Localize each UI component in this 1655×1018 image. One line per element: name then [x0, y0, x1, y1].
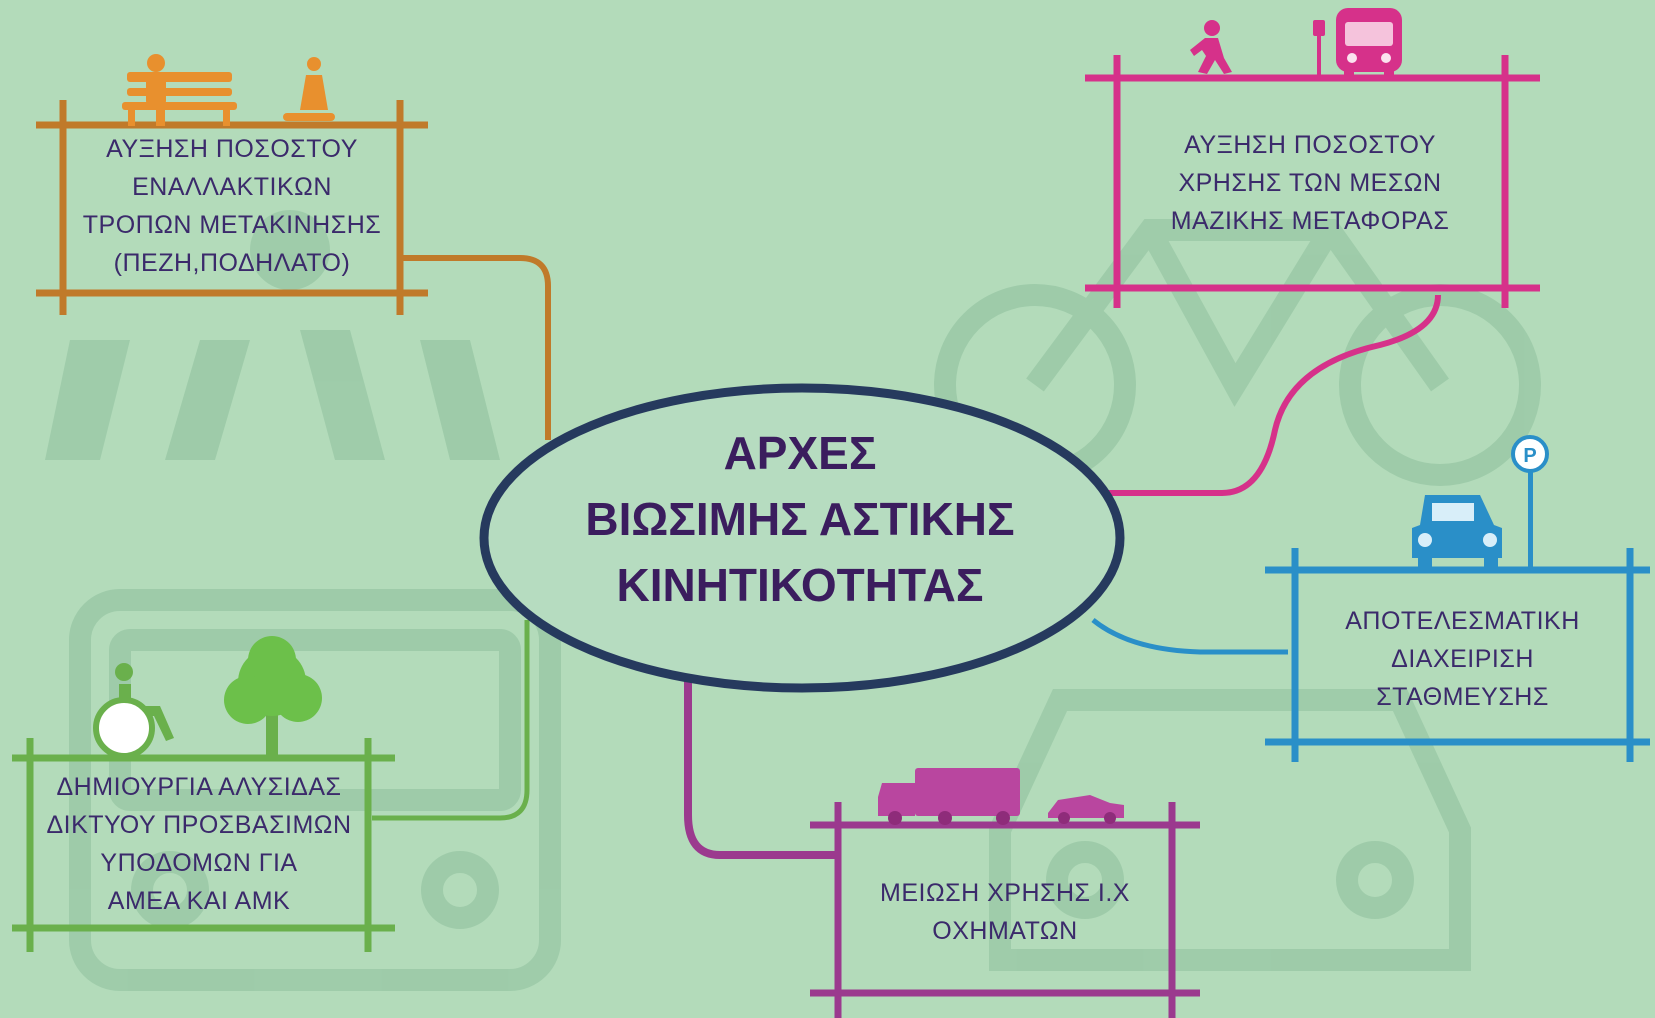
center-title: ΑΡΧΕΣ ΒΙΩΣΙΜΗΣ ΑΣΤΙΚΗΣ ΚΙΝΗΤΙΚΟΤΗΤΑΣ [520, 420, 1080, 618]
connector-alternative-modes [400, 255, 551, 440]
box-parking [1265, 548, 1650, 762]
connector-public-transport [1100, 294, 1441, 496]
box-accessibility [12, 738, 395, 952]
bench-icon [122, 54, 237, 126]
label-alternative-modes: ΑΥΞΗΣΗ ΠΟΣΟΣΤΟΥ ΕΝΑΛΛΑΚΤΙΚΩΝ ΤΡΟΠΩΝ ΜΕΤΑ… [52, 130, 412, 282]
label-line: ΕΝΑΛΛΑΚΤΙΚΩΝ [132, 173, 332, 201]
label-accessibility: ΔΗΜΙΟΥΡΓΙΑ ΑΛΥΣΙΔΑΣ ΔΙΚΤΥΟΥ ΠΡΟΣΒΑΣΙΜΩΝ … [32, 768, 366, 920]
label-line: ΥΠΟΔΟΜΩΝ ΓΙΑ [100, 849, 298, 877]
box-alternative-modes [36, 100, 428, 315]
bus-stop-icon [1313, 20, 1325, 76]
car-watermark-icon [989, 689, 1471, 971]
box-public-transport [1085, 55, 1540, 308]
label-line: ΑΥΞΗΣΗ ΠΟΣΟΣΤΟΥ [106, 135, 358, 163]
label-line: (ΠΕΖΗ,ΠΟΔΗΛΑΤΟ) [113, 249, 351, 277]
connector-accessibility [372, 620, 530, 821]
center-title-line: ΑΡΧΕΣ [723, 427, 877, 479]
label-line: ΔΗΜΙΟΥΡΓΙΑ ΑΛΥΣΙΔΑΣ [56, 773, 342, 801]
label-private-cars: ΜΕΙΩΣΗ ΧΡΗΣΗΣ Ι.Χ ΟΧΗΜΑΤΩΝ [842, 874, 1168, 950]
label-line: ΑΜΕΑ ΚΑΙ ΑΜΚ [107, 887, 291, 915]
connector-parking [1091, 618, 1288, 655]
pedestrian-watermark-icon [45, 210, 500, 460]
box-private-cars [810, 802, 1200, 1018]
center-title-line: ΚΙΝΗΤΙΚΟΤΗΤΑΣ [616, 559, 984, 611]
label-line: ΑΥΞΗΣΗ ΠΟΣΟΣΤΟΥ [1184, 131, 1436, 159]
pedestrian-icon [1190, 20, 1232, 74]
parking-sign-icon: P [1511, 435, 1549, 570]
sports-car-icon [1048, 795, 1124, 824]
label-line: ΧΡΗΣΗΣ ΤΩΝ ΜΕΣΩΝ [1178, 169, 1442, 197]
center-title-line: ΒΙΩΣΙΜΗΣ ΑΣΤΙΚΗΣ [585, 493, 1015, 545]
label-line: ΜΕΙΩΣΗ ΧΡΗΣΗΣ Ι.Χ [880, 879, 1130, 907]
label-line: ΔΙΑΧΕΙΡΙΣΗ [1391, 645, 1534, 673]
label-line: ΔΙΚΤΥΟΥ ΠΡΟΣΒΑΣΙΜΩΝ [46, 811, 352, 839]
parking-sign-letter: P [1523, 445, 1536, 467]
bus-icon [1336, 8, 1402, 78]
label-line: ΣΤΑΘΜΕΥΣΗΣ [1376, 683, 1549, 711]
connector-private-cars [684, 680, 840, 859]
wheelchair-icon [93, 663, 174, 759]
car-icon [1412, 495, 1502, 568]
truck-icon [878, 768, 1020, 825]
watermark-background [45, 210, 1541, 991]
tree-icon [224, 636, 322, 758]
label-line: ΤΡΟΠΩΝ ΜΕΤΑΚΙΝΗΣΗΣ [82, 211, 382, 239]
label-line: ΜΑΖΙΚΗΣ ΜΕΤΑΦΟΡΑΣ [1170, 207, 1450, 235]
label-line: ΟΧΗΜΑΤΩΝ [932, 917, 1078, 945]
label-parking: ΑΠΟΤΕΛΕΣΜΑΤΙΚΗ ΔΙΑΧΕΙΡΙΣΗ ΣΤΑΘΜΕΥΣΗΣ [1300, 602, 1625, 716]
label-line: ΑΠΟΤΕΛΕΣΜΑΤΙΚΗ [1345, 607, 1580, 635]
label-public-transport: ΑΥΞΗΣΗ ΠΟΣΟΣΤΟΥ ΧΡΗΣΗΣ ΤΩΝ ΜΕΣΩΝ ΜΑΖΙΚΗΣ… [1120, 126, 1500, 240]
wheelchair-person-icon [283, 57, 335, 121]
center-ellipse [479, 383, 1125, 693]
